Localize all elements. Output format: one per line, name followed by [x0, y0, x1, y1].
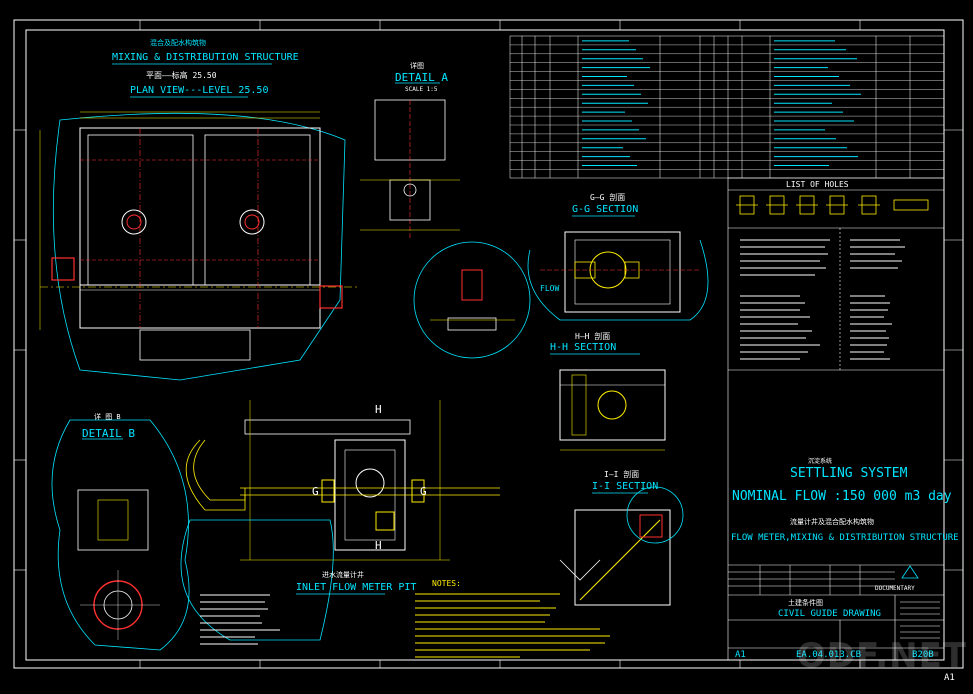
structure-cn: 流量计井及混合配水构筑物	[790, 518, 874, 526]
legend-lines-left	[200, 594, 280, 645]
list-of-holes-title: LIST OF HOLES	[786, 180, 849, 189]
detail-a-title-cn: 详图	[410, 62, 424, 70]
ii-section-title: I-I SECTION	[592, 481, 659, 492]
title-underlines	[82, 63, 648, 595]
revision-code: B20B	[912, 650, 934, 660]
detail-a-drawing	[360, 99, 460, 240]
documentary-label: DOCUMENTARY	[875, 585, 915, 592]
title-block-rows	[728, 565, 940, 639]
holes-legend-icons	[736, 195, 929, 215]
legend-text-lines	[740, 239, 905, 360]
sheet-size: A1	[735, 650, 746, 660]
settling-system-cn: 沉淀系统	[808, 458, 833, 465]
north-arrow-triangle	[901, 565, 919, 579]
hh-section-title: H-H SECTION	[550, 342, 617, 353]
right-panel-frame	[727, 177, 945, 661]
structure-title: FLOW METER,MIXING & DISTRIBUTION STRUCTU…	[731, 533, 959, 543]
nominal-flow-label: NOMINAL FLOW :	[732, 489, 842, 504]
section-mark-h-bottom: H	[375, 539, 382, 552]
ii-section-drawing	[559, 486, 684, 606]
gg-section-title-cn: G—G 剖面	[590, 193, 626, 202]
gg-section-title: G-G SECTION	[572, 204, 639, 215]
inlet-pit-drawing	[180, 400, 500, 641]
plan-title: MIXING & DISTRIBUTION STRUCTURE	[112, 52, 299, 63]
nominal-flow-value: 150 000 m3 day	[842, 489, 952, 504]
hh-section-title-cn: H—H 剖面	[575, 332, 611, 341]
civil-drawing-title: CIVIL GUIDE DRAWING	[778, 609, 881, 619]
detail-a-scale: SCALE 1:5	[405, 86, 438, 93]
outer-frame	[13, 19, 964, 669]
ii-section-title-cn: I—I 剖面	[604, 470, 640, 479]
settling-system-title: SETTLING SYSTEM	[790, 466, 908, 481]
circular-detail	[413, 241, 531, 359]
section-mark-g-right: G	[420, 485, 427, 498]
plan-view	[39, 111, 360, 381]
section-mark-h: H	[375, 403, 382, 416]
notes-title: NOTES:	[432, 579, 461, 588]
plan-subtitle-cn: 平面——标高 25.50	[146, 71, 217, 80]
plan-title-cn: 混合及配水构筑物	[150, 39, 206, 47]
corner-sheet-size: A1	[944, 673, 955, 683]
detail-b-title-cn: 详 图 B	[94, 413, 121, 421]
detail-b-title: DETAIL B	[82, 427, 135, 440]
gg-section-drawing	[527, 231, 709, 321]
detail-a-title: DETAIL A	[395, 71, 448, 84]
hh-section-drawing	[559, 369, 666, 451]
inlet-pit-title-cn: 进水流量计井	[322, 571, 364, 579]
section-mark-g: G	[312, 485, 319, 498]
detail-b-drawing	[51, 419, 190, 651]
watermark-logo: ODF.NET	[796, 636, 967, 676]
plan-subtitle: PLAN VIEW---LEVEL 25.50	[130, 85, 269, 96]
frame-ticks	[14, 20, 963, 668]
inlet-pit-title: INLET FLOW METER PIT	[296, 582, 417, 593]
civil-drawing-cn: 土建条件图	[788, 599, 823, 607]
notes-lines	[415, 593, 610, 658]
drawing-number: EA.04.013.CB	[796, 650, 862, 660]
flow-label: FLOW	[540, 284, 560, 293]
item-table-rows	[510, 40, 944, 170]
